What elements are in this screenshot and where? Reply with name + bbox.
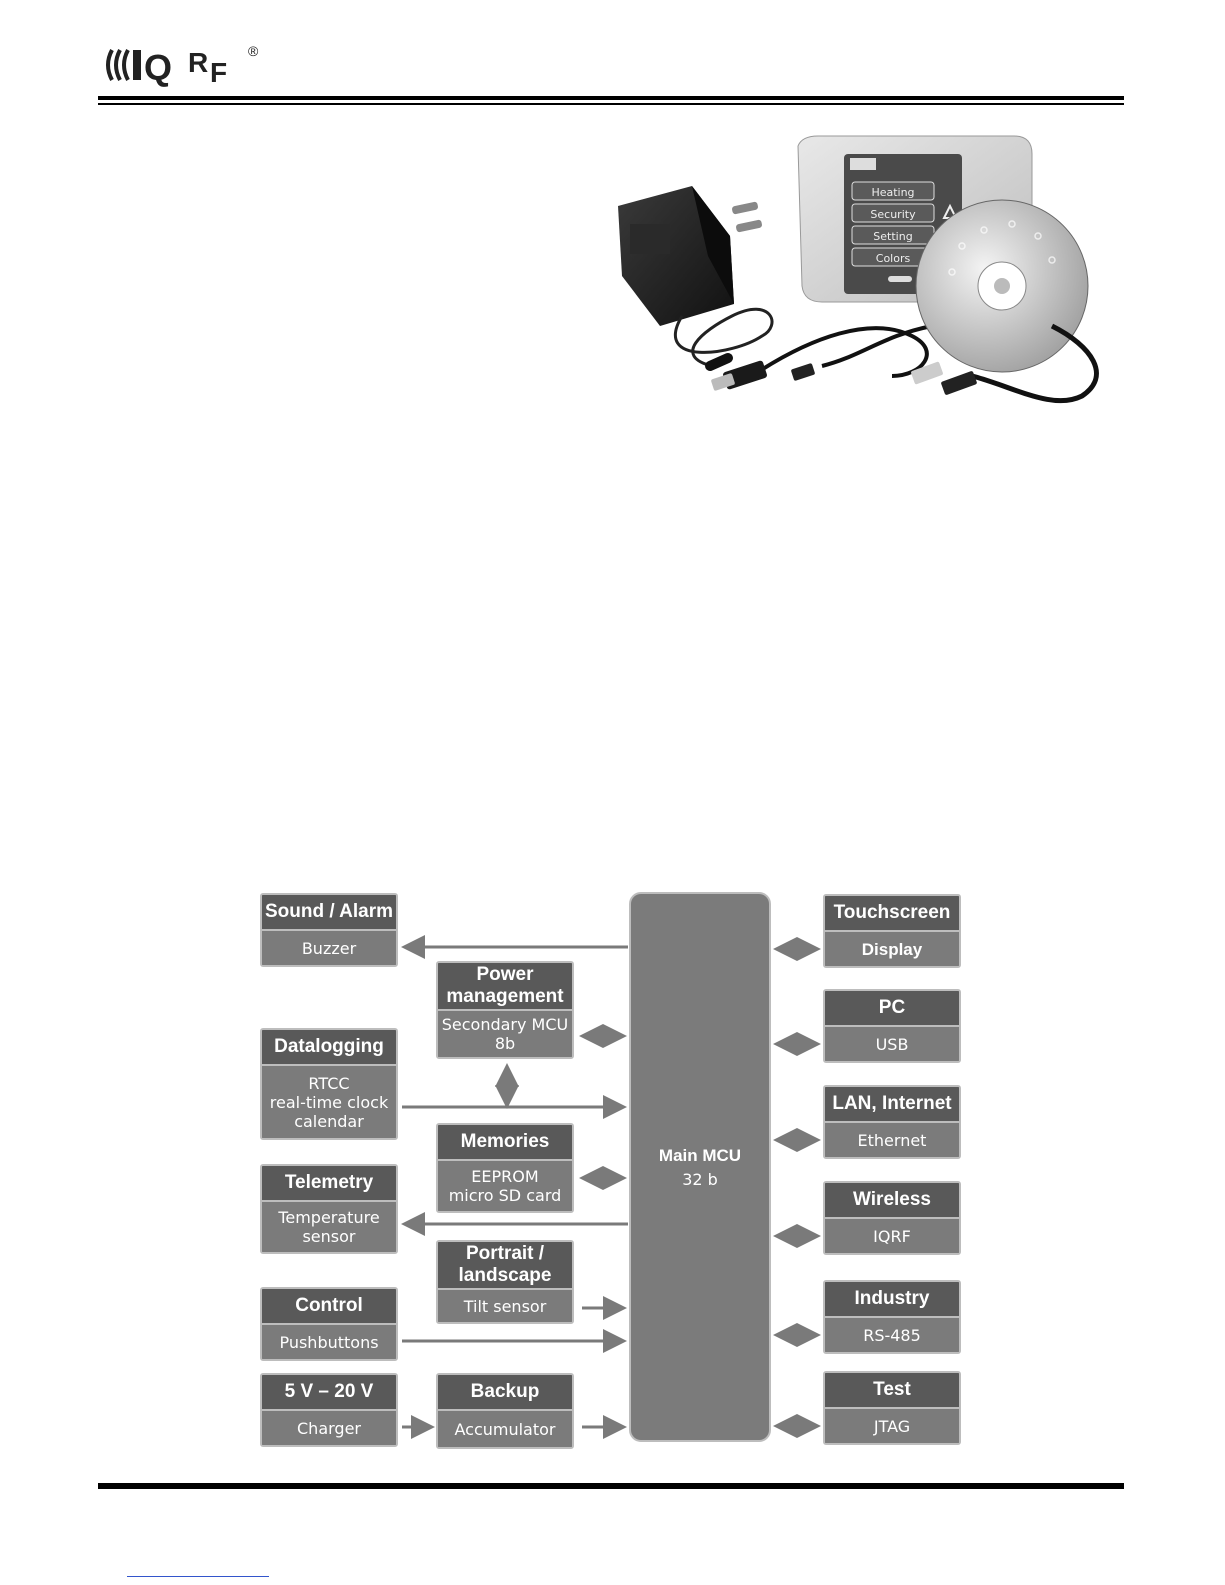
menu-item-heating: Heating <box>871 186 914 199</box>
block-body: Tilt sensor <box>438 1290 572 1322</box>
block-body: Buzzer <box>262 931 396 965</box>
block-head: Datalogging <box>262 1030 396 1066</box>
svg-text:Q: Q <box>144 47 172 88</box>
menu-item-colors: Colors <box>876 252 911 265</box>
block-head: Power management <box>438 963 572 1011</box>
header-rule-thin <box>98 103 1124 105</box>
block-power-input: 5 V – 20 V Charger <box>260 1373 398 1447</box>
block-body: EEPROM micro SD card <box>438 1161 572 1211</box>
main-mcu-sub: 32 b <box>682 1170 718 1189</box>
block-head: Memories <box>438 1125 572 1161</box>
block-body: Display <box>825 932 959 966</box>
block-body: USB <box>825 1027 959 1061</box>
svg-text:F: F <box>210 57 227 88</box>
block-head: Touchscreen <box>825 896 959 932</box>
menu-item-security: Security <box>870 208 916 221</box>
block-head: Telemetry <box>262 1166 396 1202</box>
block-body: RTCC real-time clock calendar <box>262 1066 396 1138</box>
iqrf-logo: Q R F ® <box>102 42 272 88</box>
block-control: Control Pushbuttons <box>260 1287 398 1361</box>
block-body: Charger <box>262 1411 396 1445</box>
block-body: Temperature sensor <box>262 1202 396 1252</box>
registered-mark: ® <box>248 43 259 59</box>
block-head: Control <box>262 1289 396 1325</box>
block-telemetry: Telemetry Temperature sensor <box>260 1164 398 1254</box>
block-body: Ethernet <box>825 1123 959 1157</box>
block-body: Accumulator <box>438 1411 572 1447</box>
block-sound-alarm: Sound / Alarm Buzzer <box>260 893 398 967</box>
block-head: Portrait / landscape <box>438 1242 572 1290</box>
svg-text:R: R <box>188 47 208 78</box>
block-body: JTAG <box>825 1409 959 1443</box>
block-industry: Industry RS-485 <box>823 1280 961 1354</box>
block-pc: PC USB <box>823 989 961 1063</box>
main-mcu-title: Main MCU <box>659 1146 741 1166</box>
block-datalogging: Datalogging RTCC real-time clock calenda… <box>260 1028 398 1140</box>
block-power-management: Power management Secondary MCU 8b <box>436 961 574 1059</box>
block-body: IQRF <box>825 1219 959 1253</box>
header-rule <box>98 96 1124 100</box>
block-head: LAN, Internet <box>825 1087 959 1123</box>
block-wireless: Wireless IQRF <box>823 1181 961 1255</box>
block-memories: Memories EEPROM micro SD card <box>436 1123 574 1213</box>
block-body: RS-485 <box>825 1318 959 1352</box>
block-touchscreen: Touchscreen Display <box>823 894 961 968</box>
block-head: 5 V – 20 V <box>262 1375 396 1411</box>
product-photo: Heating Security Setting Colors <box>612 126 1124 448</box>
footer-link-underline[interactable] <box>127 1576 269 1577</box>
block-head: Industry <box>825 1282 959 1318</box>
block-lan-internet: LAN, Internet Ethernet <box>823 1085 961 1159</box>
footer-rule <box>98 1483 1124 1489</box>
block-portrait-landscape: Portrait / landscape Tilt sensor <box>436 1240 574 1324</box>
block-head: Sound / Alarm <box>262 895 396 931</box>
block-backup: Backup Accumulator <box>436 1373 574 1449</box>
menu-item-setting: Setting <box>873 230 912 243</box>
block-head: Test <box>825 1373 959 1409</box>
block-test: Test JTAG <box>823 1371 961 1445</box>
block-body: Secondary MCU 8b <box>438 1011 572 1057</box>
block-head: Wireless <box>825 1183 959 1219</box>
block-head: PC <box>825 991 959 1027</box>
block-body: Pushbuttons <box>262 1325 396 1359</box>
block-head: Backup <box>438 1375 572 1411</box>
main-mcu-block: Main MCU 32 b <box>629 892 771 1442</box>
